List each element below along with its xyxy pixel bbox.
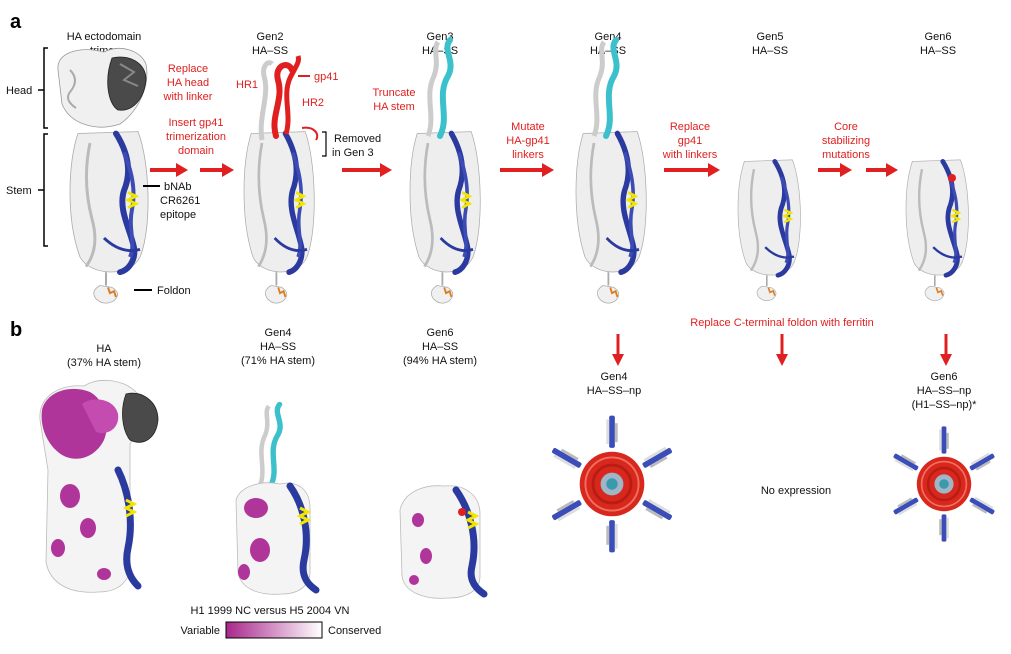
title-gen2-line1: Gen2 [257,31,284,43]
step1b-line3: domain [178,145,214,157]
title-b-gen4-line3: (71% HA stem) [241,355,315,367]
title-ha-line2: (37% HA stem) [67,357,141,369]
nanoparticle-gen4 [550,416,674,553]
removed-line2: in Gen 3 [332,147,374,159]
legend-high-label: Conserved [328,625,381,637]
arrows-step5 [818,163,898,177]
nanoparticle-gen6 [892,426,997,541]
title-gen4-line2: HA–SS [590,45,626,57]
panel-label-b: b [10,319,22,341]
step5-line1: Core [834,121,858,133]
title-gen5-line2: HA–SS [752,45,788,57]
foldon-callout: Foldon [134,285,191,297]
step-truncate-stem: Truncate HA stem [372,87,415,113]
np-gen4-line2: HA–SS–np [587,385,641,397]
label-gp41: gp41 [314,71,338,83]
label-stem: Stem [6,185,32,197]
title-b-gen6-line3: (94% HA stem) [403,355,477,367]
step1b-line2: trimerization [166,131,226,143]
epitope-line3: epitope [160,209,196,221]
epitope-line1: bNAb [164,181,192,193]
step-insert-gp41: Insert gp41 trimerization domain [166,117,226,157]
step-replace-head: Replace HA head with linker [163,63,213,103]
structure-titles-row-a: HA ectodomain trimer Gen2 HA–SS Gen3 HA–… [67,31,956,57]
epitope-callout: bNAb CR6261 epitope [143,181,200,221]
step-core-stabilizing: Core stabilizing mutations [822,121,870,161]
foldon-label: Foldon [157,285,191,297]
surface-ha [39,379,159,593]
structure-gen6 [906,160,968,301]
step1a-line3: with linker [163,91,213,103]
step2-line1: Truncate [372,87,415,99]
legend-gradient-bar [225,621,323,639]
step4-line3: with linkers [662,149,718,161]
step4-line1: Replace [670,121,710,133]
step-replace-gp41: Replace gp41 with linkers [662,121,718,161]
nanoparticle-titles: Gen4 HA–SS–np Gen6 HA–SS–np (H1–SS–np)* [587,371,977,411]
title-gen6-line2: HA–SS [920,45,956,57]
surface-gen4 [235,404,320,595]
title-b-gen6-line2: HA–SS [422,341,458,353]
surface-gen6 [399,485,488,599]
structure-gen4 [576,40,646,303]
structure-ha-trimer [57,48,148,303]
step-mutate-linkers: Mutate HA-gp41 linkers [506,121,549,161]
panel-label-a: a [10,11,22,33]
step2-line2: HA stem [373,101,415,113]
conservation-legend: H1 1999 NC versus H5 2004 VN Variable Co… [180,605,381,639]
title-gen5-line1: Gen5 [757,31,784,43]
step5-line3: mutations [822,149,870,161]
step3-line2: HA-gp41 [506,135,549,147]
legend-low-label: Variable [180,625,220,637]
title-gen6-line1: Gen6 [925,31,952,43]
step4-line2: gp41 [678,135,702,147]
np-gen6-line3: (H1–SS–np)* [912,399,978,411]
title-gen3-line2: HA–SS [422,45,458,57]
step1a-line2: HA head [167,77,209,89]
step1a-line1: Replace [168,63,208,75]
title-gen2-line2: HA–SS [252,45,288,57]
step5-line2: stabilizing [822,135,870,147]
arrow-step3 [500,163,554,177]
arrows-step1 [150,163,234,177]
title-b-gen4-line1: Gen4 [265,327,292,339]
label-hr1: HR1 [236,79,258,91]
removed-callout: Removed in Gen 3 [322,131,381,159]
np-gen6-line1: Gen6 [931,371,958,383]
np-gen6-line2: HA–SS–np [917,385,971,397]
step3-line3: linkers [512,149,544,161]
label-hr2: HR2 [302,97,324,109]
gen2-callouts: HR1 gp41 HR2 [236,71,338,109]
epitope-line2: CR6261 [160,195,200,207]
title-b-gen6-line1: Gen6 [427,327,454,339]
step1b-line1: Insert gp41 [168,117,223,129]
structure-gen5 [738,160,800,301]
structure-titles-row-b: HA (37% HA stem) Gen4 HA–SS (71% HA stem… [67,327,477,369]
region-brackets: Head Stem [6,47,48,247]
title-b-gen4-line2: HA–SS [260,341,296,353]
step3-line1: Mutate [511,121,545,133]
structure-gen2 [244,55,319,303]
arrows-ferritin [612,334,952,366]
title-ha-trimer-line1: HA ectodomain [67,31,142,43]
structure-gen3 [410,40,480,303]
arrow-step4 [664,163,720,177]
legend-title: H1 1999 NC versus H5 2004 VN [191,605,350,617]
np-gen4-line1: Gen4 [601,371,628,383]
ferritin-step-label: Replace C-terminal foldon with ferritin [690,317,873,329]
title-ha-line1: HA [96,343,112,355]
arrow-step2 [342,163,392,177]
label-head: Head [6,85,32,97]
removed-line1: Removed [334,133,381,145]
no-expression-label: No expression [761,485,831,497]
